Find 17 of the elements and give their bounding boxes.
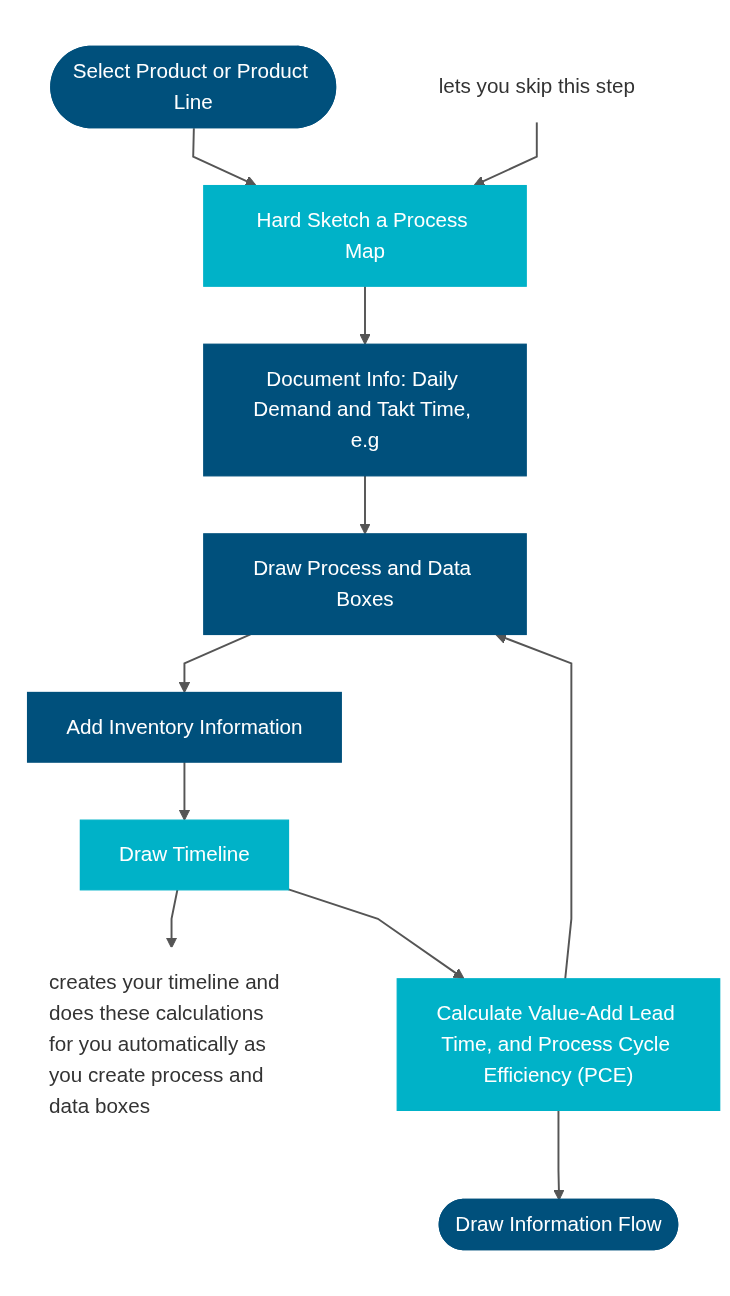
arrow bbox=[473, 120, 538, 187]
node-box: Add Inventory Information bbox=[26, 691, 342, 763]
arrow bbox=[165, 888, 179, 949]
arrow bbox=[553, 1109, 565, 1201]
arrow bbox=[192, 127, 257, 187]
arrow bbox=[287, 888, 465, 980]
arrow bbox=[359, 474, 371, 535]
node-box: Document Info: Daily Demand and Takt Time, e.g bbox=[203, 343, 527, 477]
node-box: Calculate Value-Add Lead Time, and Process Cycle Efficiency (PCE) bbox=[396, 978, 721, 1111]
node-text: lets you skip this step bbox=[438, 75, 635, 98]
node-box: Draw Process and Data Boxes bbox=[203, 533, 527, 636]
node-text: creates your timeline and does these calculations for you automatically as you create process and data boxes bbox=[49, 971, 280, 1117]
arrow bbox=[359, 285, 371, 345]
node-box: Hard Sketch a Process Map bbox=[203, 185, 527, 287]
arrow bbox=[178, 761, 191, 821]
arrow bbox=[178, 633, 252, 693]
node-box: Draw Timeline bbox=[79, 819, 290, 891]
